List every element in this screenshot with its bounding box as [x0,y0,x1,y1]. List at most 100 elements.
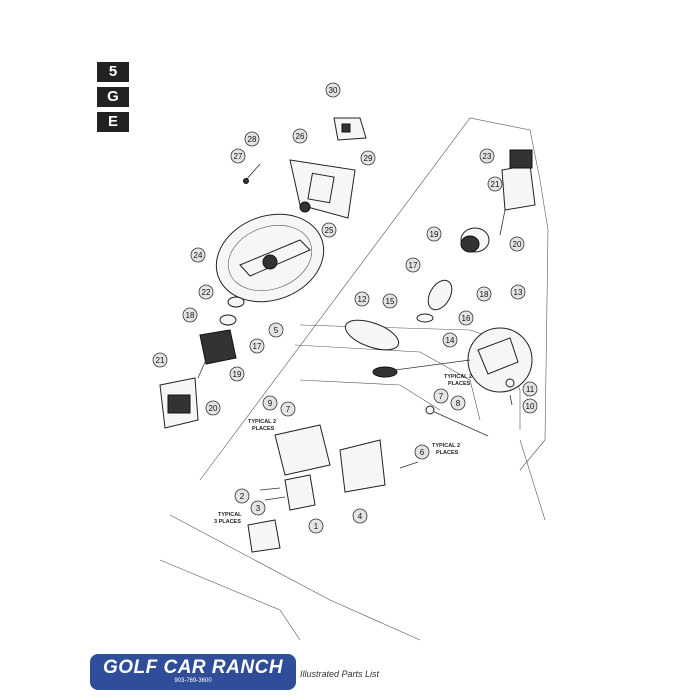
note-typical-2-places-c: TYPICAL 2 [432,443,460,449]
callout-17: 17 [249,338,265,354]
callout-4: 4 [352,508,368,524]
callout-circle [234,488,250,504]
callout-20: 20 [205,400,221,416]
callout-number: 18 [186,311,195,320]
callout-circle [325,82,341,98]
callout-circle [280,401,296,417]
callout-circle [354,291,370,307]
callout-circle [510,284,526,300]
callout-circle [205,400,221,416]
steering-wheel-assembly [215,213,325,303]
callout-circle [244,131,260,147]
callout-number: 10 [526,402,535,411]
callout-circle [230,148,246,164]
callout-14: 14 [442,332,458,348]
golf-car-ranch-logo: GOLF CAR RANCH 903-769-3600 [90,654,296,690]
callout-circle [487,176,503,192]
callout-circle [360,150,376,166]
callout-28: 28 [244,131,260,147]
callout-number: 22 [202,288,211,297]
callout-number: 11 [526,385,535,394]
lower-column-assembly [159,296,245,429]
callout-9: 9 [262,395,278,411]
callout-circle [190,247,206,263]
callout-27: 27 [230,148,246,164]
callout-5: 5 [268,322,284,338]
callout-circle [458,310,474,326]
section-badge-g: G [97,87,129,107]
callout-number: 23 [483,152,492,161]
callout-number: 3 [256,504,261,513]
callout-number: 19 [233,370,242,379]
callout-number: 20 [513,240,522,249]
callout-circle [479,148,495,164]
callout-number: 6 [420,448,425,457]
callout-circle [476,286,492,302]
callout-18: 18 [182,307,198,323]
callout-circle [414,444,430,460]
callout-number: 8 [456,399,461,408]
vehicle-body-outline [159,117,549,641]
callout-10: 10 [522,398,538,414]
detail-inset [379,327,533,393]
callout-number: 14 [446,336,455,345]
callout-24: 24 [190,247,206,263]
callout-number: 4 [358,512,363,521]
callout-17: 17 [405,257,421,273]
callout-number: 7 [439,392,444,401]
callout-circle [352,508,368,524]
callout-3: 3 [250,500,266,516]
callout-8: 8 [450,395,466,411]
callout-circle [442,332,458,348]
callout-circle [308,518,324,534]
callout-15: 15 [382,293,398,309]
callout-circle [426,226,442,242]
callout-18: 18 [476,286,492,302]
callout-number: 15 [386,297,395,306]
callout-circle [522,398,538,414]
upper-column-assembly [416,149,536,323]
callout-circle [198,284,214,300]
callout-circle [152,352,168,368]
callout-circle [509,236,525,252]
callout-number: 17 [409,261,418,270]
callout-circle [321,222,337,238]
callout-7: 7 [280,401,296,417]
note-places-c: PLACES [436,450,459,456]
callout-number: 27 [234,152,243,161]
cover-plate [289,159,356,219]
callout-circle [522,381,538,397]
callout-number: 1 [314,522,319,531]
callout-number: 24 [194,251,203,260]
callout-circle [450,395,466,411]
callout-2: 2 [234,488,250,504]
callout-number: 16 [462,314,471,323]
callout-21: 21 [487,176,503,192]
callout-number: 18 [480,290,489,299]
callout-number: 12 [358,295,367,304]
small-screw-27 [243,163,261,184]
callout-circle [262,395,278,411]
callout-number: 2 [240,492,245,501]
callout-number: 28 [248,135,257,144]
callout-number: 5 [274,326,279,335]
note-3-places: 3 PLACES [214,519,241,525]
callout-number: 30 [329,86,338,95]
callout-13: 13 [510,284,526,300]
note-typical-2-places-b: TYPICAL 2 [248,419,276,425]
callout-16: 16 [458,310,474,326]
callout-number: 21 [156,356,165,365]
callout-number: 29 [364,154,373,163]
callout-number: 20 [209,404,218,413]
callout-circle [405,257,421,273]
callout-11: 11 [522,381,538,397]
section-badge-5: 5 [97,62,129,82]
callout-number: 17 [253,342,262,351]
callout-20: 20 [509,236,525,252]
callout-number: 13 [514,288,523,297]
illustrated-parts-list-caption: Illustrated Parts List [300,669,380,679]
callout-30: 30 [325,82,341,98]
callout-7: 7 [433,388,449,404]
callout-number: 21 [491,180,500,189]
